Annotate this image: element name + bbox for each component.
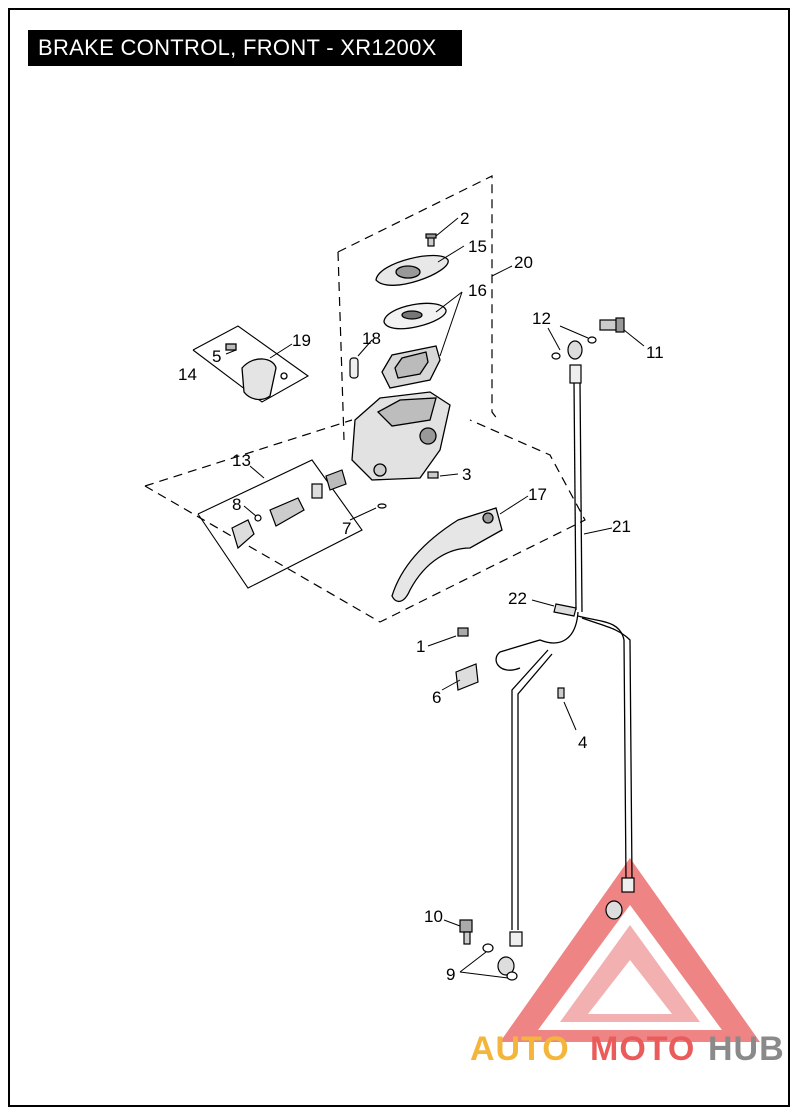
bolt-1-clip-6 — [455, 627, 479, 691]
assembly-outline-20 — [337, 175, 499, 441]
bolt-10 — [459, 919, 473, 945]
callout-21: 21 — [612, 517, 631, 536]
callout-19: 19 — [292, 331, 311, 350]
callout-5: 5 — [212, 347, 221, 366]
callout-2: 2 — [460, 209, 469, 228]
cover-15 — [375, 254, 449, 286]
watermark-text-auto: AUTO — [470, 1030, 570, 1068]
callout-15: 15 — [468, 237, 487, 256]
banjo-fitting-top — [567, 340, 583, 384]
screw-4 — [557, 687, 565, 699]
assembly-outline-main — [144, 419, 586, 623]
page-border — [8, 8, 790, 1107]
diagram-title: BRAKE CONTROL, FRONT - XR1200X — [28, 30, 462, 66]
gasket-16 — [383, 302, 447, 330]
washer-7 — [377, 503, 387, 509]
clamp-19 — [225, 343, 288, 401]
callout-labels: 1 2 3 4 5 6 7 8 9 10 11 12 13 14 15 16 1… — [178, 209, 664, 984]
diaphragm-16 — [381, 345, 441, 389]
watermark-text-moto: MOTO — [590, 1030, 696, 1068]
callout-6: 6 — [432, 688, 441, 707]
callout-16: 16 — [468, 281, 487, 300]
assembly-outline-13 — [197, 459, 363, 589]
leader-lines — [225, 217, 645, 979]
callout-10: 10 — [424, 907, 443, 926]
watermark-logo — [500, 858, 760, 1042]
callout-4: 4 — [578, 733, 587, 752]
watermark-text-hub: HUB — [708, 1030, 785, 1068]
master-cylinder-body — [351, 391, 451, 481]
callout-17: 17 — [528, 485, 547, 504]
callout-8: 8 — [232, 495, 241, 514]
callout-12: 12 — [532, 309, 551, 328]
screw-2 — [425, 233, 437, 247]
callout-20: 20 — [514, 253, 533, 272]
callout-7: 7 — [342, 519, 351, 538]
callout-22: 22 — [508, 589, 527, 608]
washers-12 — [551, 336, 597, 360]
callout-9: 9 — [446, 965, 455, 984]
assembly-outline-14 — [192, 325, 310, 403]
callout-1: 1 — [416, 637, 425, 656]
lower-fittings — [482, 877, 635, 981]
callout-13: 13 — [232, 451, 251, 470]
screw-3 — [427, 471, 439, 479]
lever-17 — [391, 507, 503, 602]
callout-18: 18 — [362, 329, 381, 348]
clip-22 — [553, 603, 577, 617]
piston-assembly-13 — [231, 469, 347, 550]
callout-3: 3 — [462, 465, 471, 484]
pin-18 — [349, 357, 359, 379]
bolt-11 — [599, 317, 625, 333]
callout-11: 11 — [646, 343, 664, 362]
brake-line-21 — [495, 381, 633, 930]
callout-14: 14 — [178, 365, 197, 384]
